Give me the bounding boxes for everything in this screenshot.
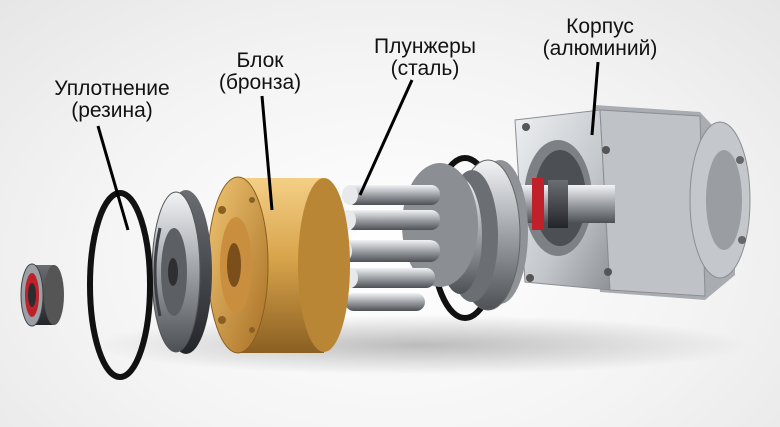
seal-label-line2: (резина) [71,99,153,122]
seal-leader-line [96,125,130,231]
block-label: Блок (бронза) [200,50,320,94]
housing-part [514,105,751,300]
cylinder-block-part [207,176,350,354]
small-bearing [20,263,64,327]
drive-shaft [520,178,615,230]
plunger-leader-line [358,79,414,196]
housing-label: Корпус (алюминий) [525,16,675,60]
seal-label-line1: Уплотнение [54,77,170,100]
valve-plate-part [151,190,212,354]
plungers-label-line1: Плунжеры [374,35,476,58]
block-label-line1: Блок [236,49,284,72]
block-label-line2: (бронза) [218,71,302,94]
housing-label-line1: Корпус [566,15,634,38]
housing-label-line2: (алюминий) [542,37,658,60]
front-o-ring [87,190,153,380]
plungers-part [336,163,478,311]
housing-leader-line [590,61,600,136]
block-leader-line [260,95,274,211]
plungers-label: Плунжеры (сталь) [350,36,500,80]
plungers-label-line2: (сталь) [390,57,460,80]
seal-label: Уплотнение (резина) [32,78,192,122]
